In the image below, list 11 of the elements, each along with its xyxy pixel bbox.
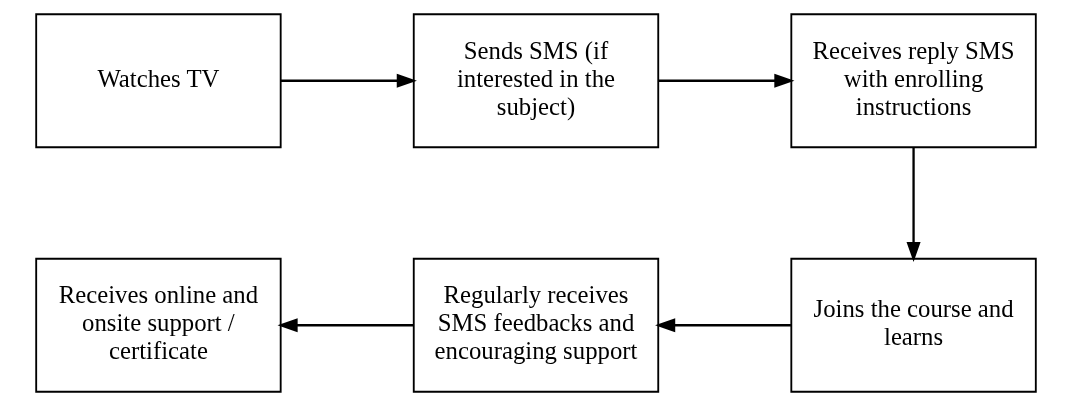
node-box: Joins the course and learns [789,257,1037,393]
node-box: Receives reply SMS with enrolling instructions [789,13,1037,149]
arrow [280,73,417,88]
arrow [906,147,921,263]
node-box: Sends SMS (if interested in the subject) [412,13,659,149]
node-box: Receives online and onsite support / certificate [34,257,282,393]
arrow [277,318,413,333]
arrow [654,318,791,333]
node-box: Watches TV [34,13,282,149]
arrow [658,73,794,88]
node-box: Regularly receives SMS feedbacks and encouraging support [412,257,659,393]
